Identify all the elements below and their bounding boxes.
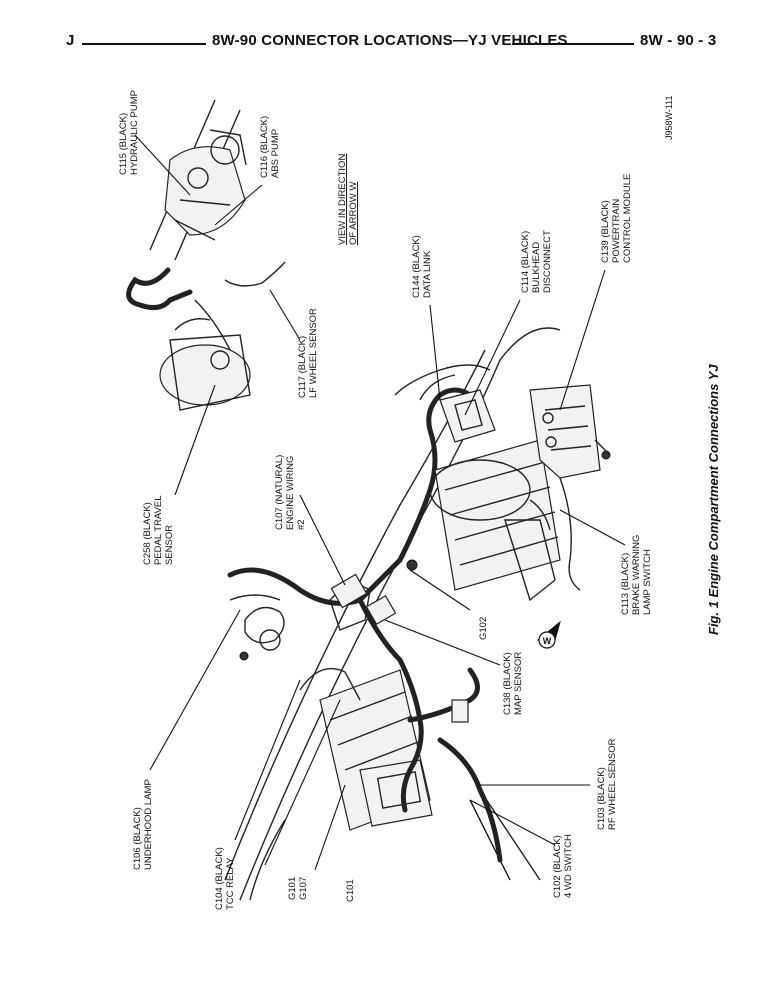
c113-desc1: BRAKE WARNING (631, 535, 642, 615)
callout-c139: C139 (BLACK) POWERTRAIN CONTROL MODULE (600, 174, 633, 263)
c113-desc2: LAMP SWITCH (642, 549, 653, 615)
c107-desc1: ENGINE WIRING (285, 456, 296, 530)
c104-desc: TCC RELAY (225, 857, 236, 910)
header-rule-right (512, 43, 634, 45)
c139-label: C139 (BLACK) (600, 200, 611, 263)
c116-desc: ABS PUMP (270, 129, 281, 178)
callout-c101: C101 (345, 879, 356, 902)
c103-label: C103 (BLACK) (596, 767, 607, 830)
ref-code: J958W-111 (664, 95, 674, 140)
header-rule-left (82, 43, 206, 45)
c144-label: C144 (BLACK) (411, 235, 422, 298)
callout-c106: C106 (BLACK) UNDERHOOD LAMP (132, 779, 154, 870)
c117-label: C117 (BLACK) (297, 336, 308, 398)
callout-c144: C144 (BLACK) DATA LINK (411, 235, 433, 298)
g101-label: G101 (287, 877, 298, 900)
c107-label: C107 (NATURAL) (274, 455, 285, 530)
callout-c258: C258 (BLACK) PEDAL TRAVEL SENSOR (142, 495, 175, 565)
diagram-artwork (126, 99, 611, 901)
c139-desc2: CONTROL MODULE (622, 174, 633, 263)
c102-label: C102 (BLACK) (552, 835, 563, 898)
c116-label: C116 (BLACK) (259, 116, 270, 178)
page-number: 8W - 90 - 3 (640, 32, 717, 49)
page-header: J 8W-90 CONNECTOR LOCATIONS—YJ VEHICLES … (0, 30, 762, 58)
c102-desc: 4 WD SWITCH (563, 834, 574, 898)
callout-g102: G102 (478, 617, 489, 640)
c114-desc2: DISCONNECT (542, 230, 553, 293)
c138-label: C138 (BLACK) (502, 652, 513, 715)
c258-label: C258 (BLACK) (142, 502, 153, 565)
c114-label: C114 (BLACK) (520, 231, 531, 293)
c113-label: C113 (BLACK) (620, 553, 631, 615)
callout-c114: C114 (BLACK) BULKHEAD DISCONNECT (520, 230, 553, 293)
c144-desc: DATA LINK (422, 250, 433, 298)
c106-desc: UNDERHOOD LAMP (143, 779, 154, 870)
c117-desc: LF WHEEL SENSOR (308, 308, 319, 398)
callout-c116: C116 (BLACK) ABS PUMP (259, 116, 281, 178)
direction-arrow: W (536, 620, 561, 649)
callout-c103: C103 (BLACK) RF WHEEL SENSOR (596, 738, 618, 830)
figure-caption: Fig. 1 Engine Compartment Connections YJ (706, 364, 721, 635)
view-note: VIEW IN DIRECTION OF ARROW W (337, 154, 359, 245)
c115-label: C115 (BLACK) (118, 113, 129, 175)
g107-label: G107 (298, 877, 309, 900)
callout-c117: C117 (BLACK) LF WHEEL SENSOR (297, 308, 319, 398)
c258-desc2: SENSOR (164, 525, 175, 565)
callout-c107: C107 (NATURAL) ENGINE WIRING #2 (274, 455, 307, 530)
callout-c115: C115 (BLACK) HYDRAULIC PUMP (118, 90, 140, 175)
c115-desc: HYDRAULIC PUMP (129, 90, 140, 175)
c114-desc1: BULKHEAD (531, 242, 542, 293)
view-note-line1: VIEW IN DIRECTION (337, 154, 348, 245)
header-letter: J (66, 32, 75, 49)
leader-lines (134, 134, 626, 871)
callout-g101: G101 G107 (287, 877, 309, 900)
c107-desc2: #2 (296, 519, 307, 530)
view-note-line2: OF ARROW W (348, 182, 359, 245)
callout-c104: C104 (BLACK) TCC RELAY (214, 847, 236, 910)
c139-desc1: POWERTRAIN (611, 199, 622, 263)
figure-caption-text: Fig. 1 Engine Compartment Connections YJ (706, 364, 721, 635)
c138-desc: MAP SENSOR (513, 652, 524, 715)
c101-label: C101 (345, 879, 356, 902)
callout-c102: C102 (BLACK) 4 WD SWITCH (552, 834, 574, 898)
c106-label: C106 (BLACK) (132, 807, 143, 870)
g102-label: G102 (478, 617, 489, 640)
arrow-letter: W (543, 636, 552, 646)
c258-desc1: PEDAL TRAVEL (153, 495, 164, 565)
reference-code: J958W-111 (664, 95, 674, 140)
c103-desc: RF WHEEL SENSOR (607, 738, 618, 830)
callout-c138: C138 (BLACK) MAP SENSOR (502, 652, 524, 715)
header-title: 8W-90 CONNECTOR LOCATIONS—YJ VEHICLES (212, 32, 568, 49)
callout-c113: C113 (BLACK) BRAKE WARNING LAMP SWITCH (620, 535, 653, 615)
c104-label: C104 (BLACK) (214, 847, 225, 910)
